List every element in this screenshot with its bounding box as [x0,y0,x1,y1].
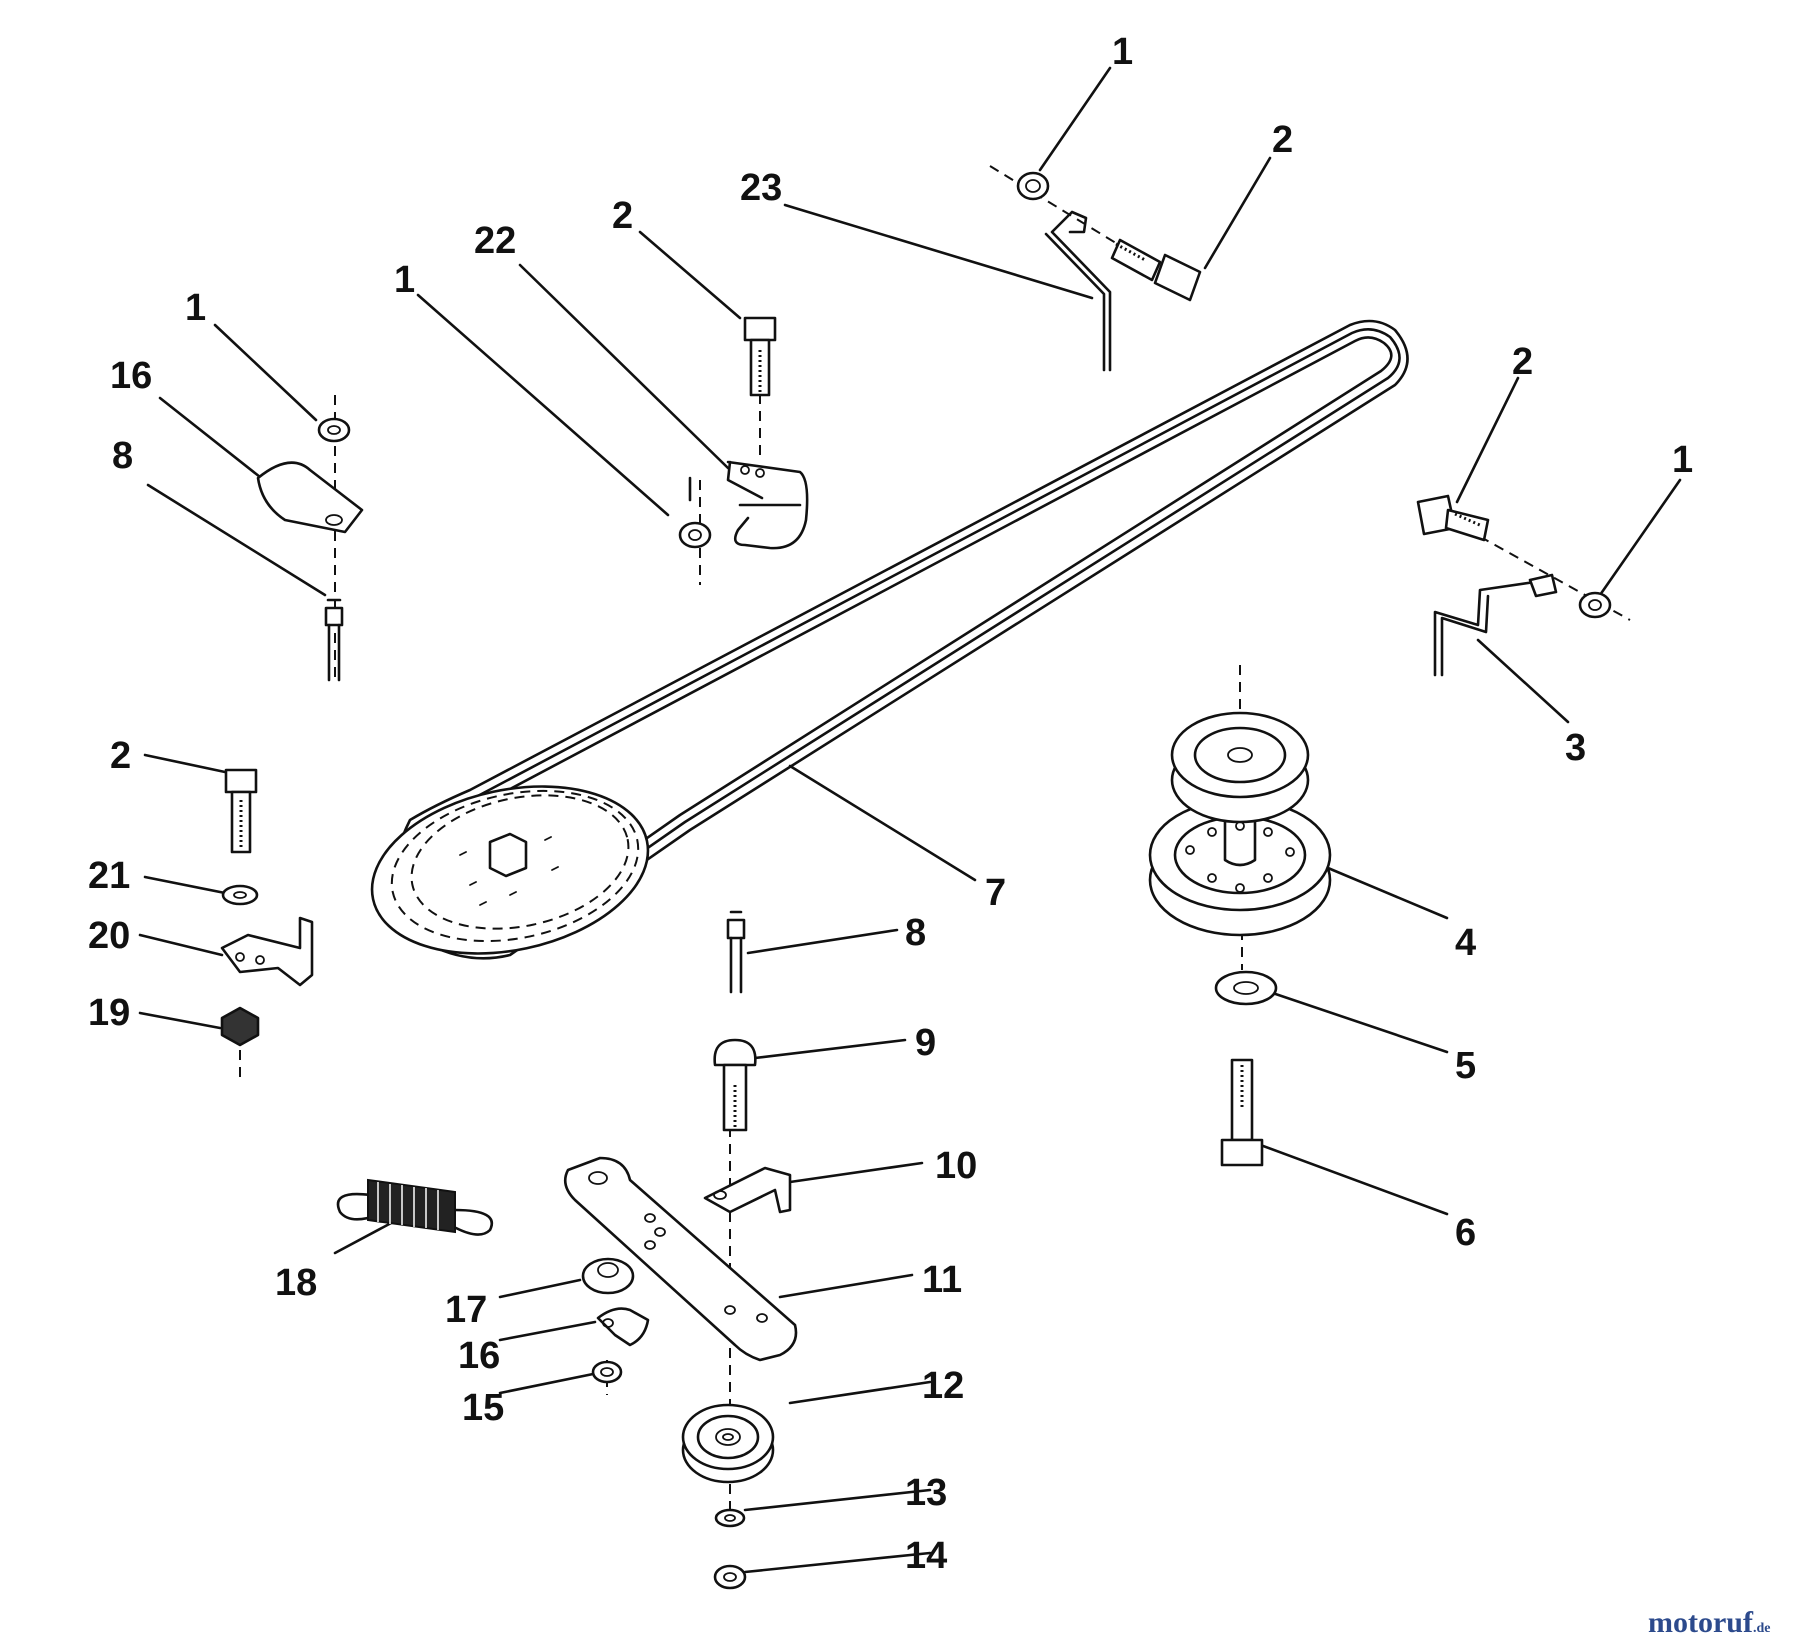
bracket-part-22 [688,460,809,550]
callout-22: 22 [474,220,516,262]
bracket-part-10 [703,1166,792,1214]
stud-part-8-top [324,598,344,682]
nut-part-1-right [1578,591,1612,619]
nut-part-1-left [317,417,351,443]
belt-part-7 [370,319,1409,960]
bolt-part-2-upper [743,316,777,397]
callout-11: 11 [922,1259,962,1301]
bolt-part-2-top [1110,238,1202,302]
callout-6: 6 [1455,1212,1476,1254]
callout-3: 3 [1565,727,1586,769]
nut-part-1-top [1016,171,1050,201]
callout-16-bottom: 16 [458,1335,500,1377]
idler-arm-part-11 [563,1156,798,1362]
washer-part-5 [1214,970,1278,1006]
rod-part-3 [1433,573,1558,677]
watermark-logo: motoruf.de [1648,1606,1770,1639]
callout-17: 17 [445,1289,487,1331]
washer-part-13 [714,1508,746,1528]
carriage-bolt-part-9 [713,1038,757,1132]
watermark-main: motoruf [1648,1606,1754,1639]
clip-part-16-bottom [596,1307,650,1347]
washer-part-21 [221,884,259,906]
bolt-part-2-right [1416,494,1490,542]
nut-part-14 [713,1564,747,1590]
callout-4: 4 [1455,922,1476,964]
callout-8-top: 8 [112,435,133,477]
callout-12: 12 [922,1365,964,1407]
callout-5: 5 [1455,1045,1476,1087]
stud-part-8-center [726,910,746,994]
callout-2-right: 2 [1512,341,1533,383]
watermark-suffix: .de [1753,1621,1771,1636]
spring-part-18 [336,1178,493,1236]
callout-21: 21 [88,855,130,897]
rod-part-23 [1044,210,1112,372]
locknut-part-19 [220,1006,260,1047]
callout-2-left: 2 [110,735,131,777]
callout-7: 7 [985,872,1006,914]
spacer-part-17 [581,1257,635,1295]
callout-18: 18 [275,1262,317,1304]
idler-pulley-part-12 [681,1403,775,1484]
callout-1-mid: 1 [394,259,415,301]
bolt-part-6 [1220,1058,1264,1167]
leader-lines [138,66,1682,1574]
callout-labels: 1 2 23 2 22 1 1 16 8 2 1 3 4 7 2 21 20 1… [88,31,1693,1577]
callout-23: 23 [740,167,782,209]
callout-16-top: 16 [110,355,152,397]
bracket-part-20 [220,916,314,987]
double-pulley-part-4 [1148,711,1332,937]
callout-20: 20 [88,915,130,957]
callout-8-center: 8 [905,912,926,954]
clip-part-16-top [256,461,364,534]
callout-1-right: 1 [1672,439,1693,481]
callout-19: 19 [88,992,130,1034]
callout-2-top: 2 [1272,119,1293,161]
callout-15: 15 [462,1387,504,1429]
callout-9: 9 [915,1022,936,1064]
nut-part-15 [591,1360,623,1384]
callout-14: 14 [905,1535,947,1577]
bolt-part-2-left [224,768,258,854]
callout-1-top: 1 [1112,31,1133,73]
callout-1-left: 1 [185,287,206,329]
callout-2-upper: 2 [612,195,633,237]
nut-part-1-mid [678,521,712,549]
callout-10: 10 [935,1145,977,1187]
watermark-text: motoruf.de [1648,1606,1770,1639]
callout-13: 13 [905,1472,947,1514]
